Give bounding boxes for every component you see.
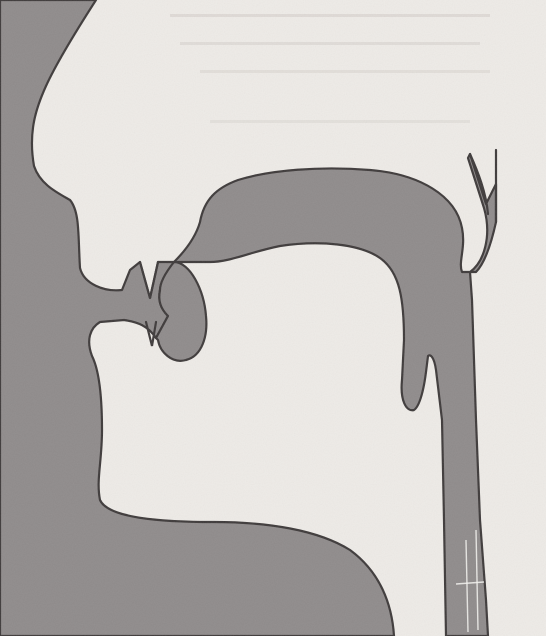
paper-grain-overlay xyxy=(0,0,546,636)
vocal-tract-diagram xyxy=(0,0,546,636)
diagram-canvas xyxy=(0,0,546,636)
